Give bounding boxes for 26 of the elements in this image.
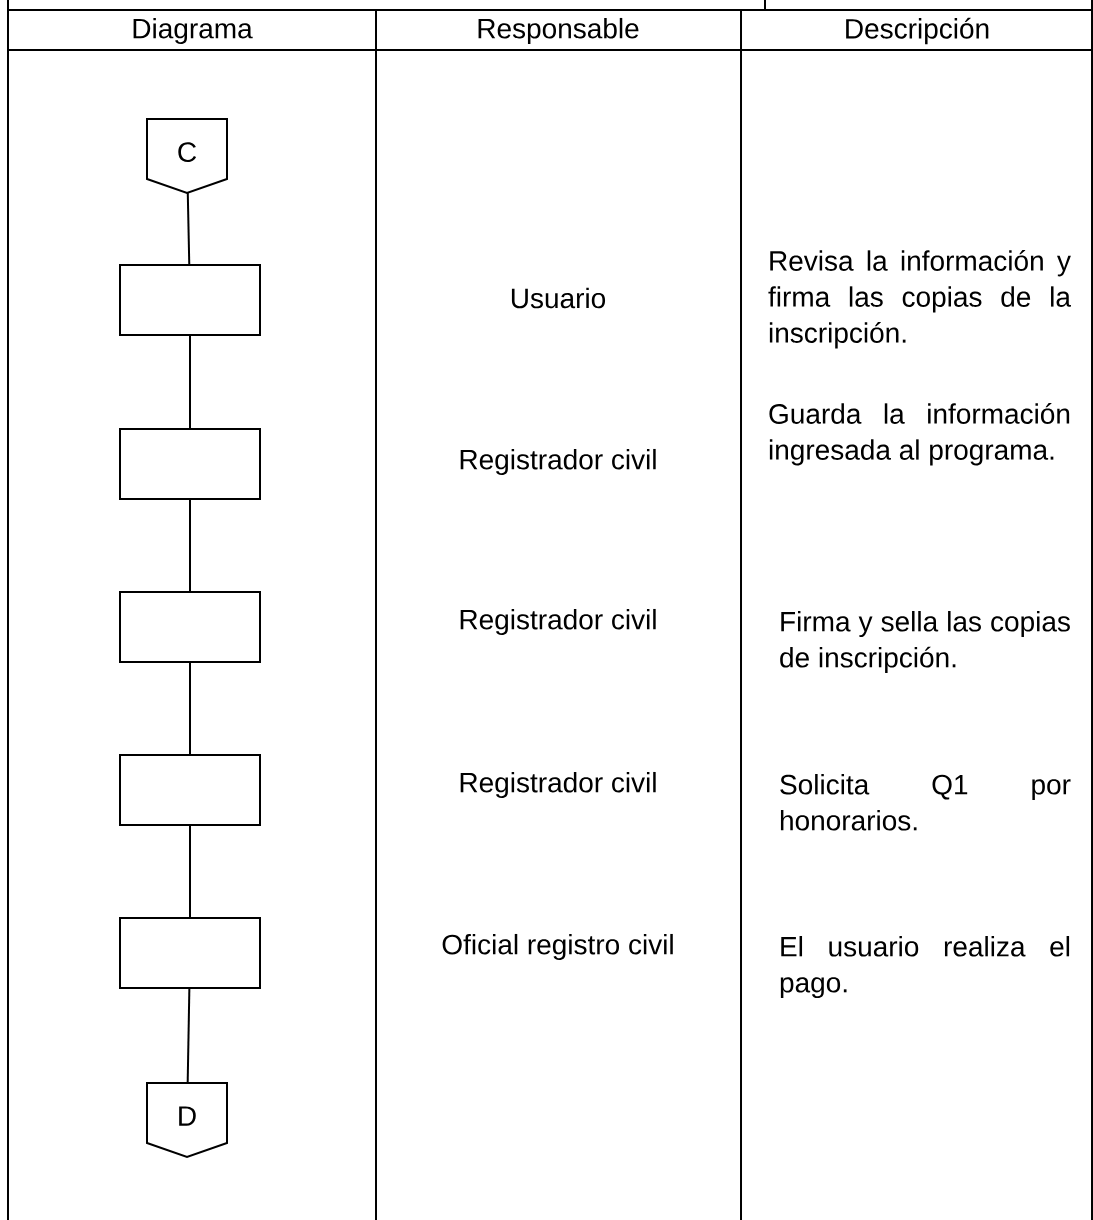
responsible-label: Usuario — [511, 287, 606, 309]
off-page-connector: D — [146, 1082, 228, 1159]
connector-line — [189, 662, 191, 755]
process-box — [119, 428, 261, 500]
connector-line — [189, 825, 191, 918]
column-header: Responsable — [478, 17, 639, 45]
process-box — [119, 264, 261, 336]
process-box — [119, 591, 261, 663]
connector-line — [189, 335, 191, 429]
connector-line — [189, 499, 191, 592]
connector-line — [186, 192, 191, 265]
responsible-label: Registrador civil — [460, 771, 656, 799]
responsible-label: Oficial registro civil — [442, 933, 673, 961]
description-text: Revisa la información y firma las copias de la inscripción. — [768, 250, 1071, 349]
process-box — [119, 917, 261, 989]
description-text: Firma y sella las copias de inscripción. — [780, 611, 1070, 674]
description-text: Solicita Q1 por honorarios. — [780, 774, 1071, 831]
column-header: Descripción — [846, 17, 989, 45]
off-page-connector: C — [146, 118, 228, 195]
description-text: Guarda la información ingresada al programa. — [769, 403, 1070, 466]
process-box — [119, 754, 261, 826]
responsible-label: Registrador civil — [460, 448, 656, 476]
responsible-label: Registrador civil — [460, 608, 656, 636]
column-header: Diagrama — [133, 17, 253, 45]
description-text: El usuario realiza el pago. — [780, 936, 1070, 999]
connector-line — [186, 988, 191, 1084]
